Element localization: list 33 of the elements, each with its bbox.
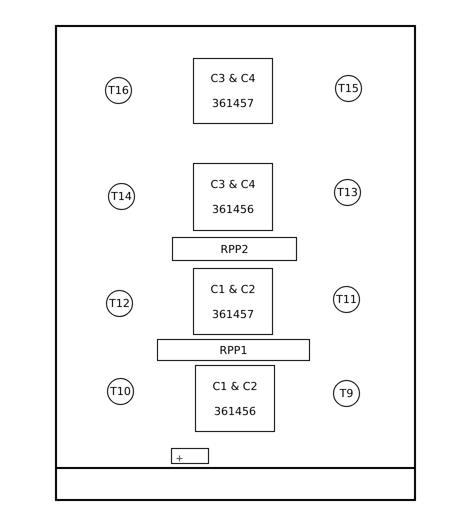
terminal-circle [335,75,362,102]
node-label: C3 & C4 [210,72,256,85]
terminal-circle [333,380,360,407]
component-box [193,163,273,231]
node-label: T12 [109,297,130,310]
node-label: RPP2 [220,242,248,256]
component-box [193,58,273,124]
component-box [193,268,273,335]
node-label: T13 [337,186,358,199]
part-number: 361457 [212,97,254,110]
node-label: T10 [110,385,131,398]
part-number: 361457 [212,308,254,320]
part-number: 361456 [212,203,254,216]
node-label: C1 & C2 [210,282,256,296]
node-label: T16 [108,84,129,97]
terminal-circle [334,179,361,206]
node-label: T11 [336,293,357,306]
component-box [195,365,275,432]
node-label: T14 [111,190,132,203]
empty-box [171,448,209,464]
terminal-circle [106,290,133,317]
node-label: T9 [340,387,354,400]
terminal-circle [107,378,134,405]
bar-box [157,339,310,361]
terminal-circle [333,286,360,313]
node-label: T15 [338,82,359,95]
part-number: 361456 [214,404,256,418]
node-label: RPP1 [220,344,248,356]
bar-box [172,237,297,261]
node-label: C3 & C4 [210,178,256,191]
terminal-circle [105,77,132,104]
node-label: C1 & C2 [212,380,258,392]
terminal-circle [108,183,135,210]
